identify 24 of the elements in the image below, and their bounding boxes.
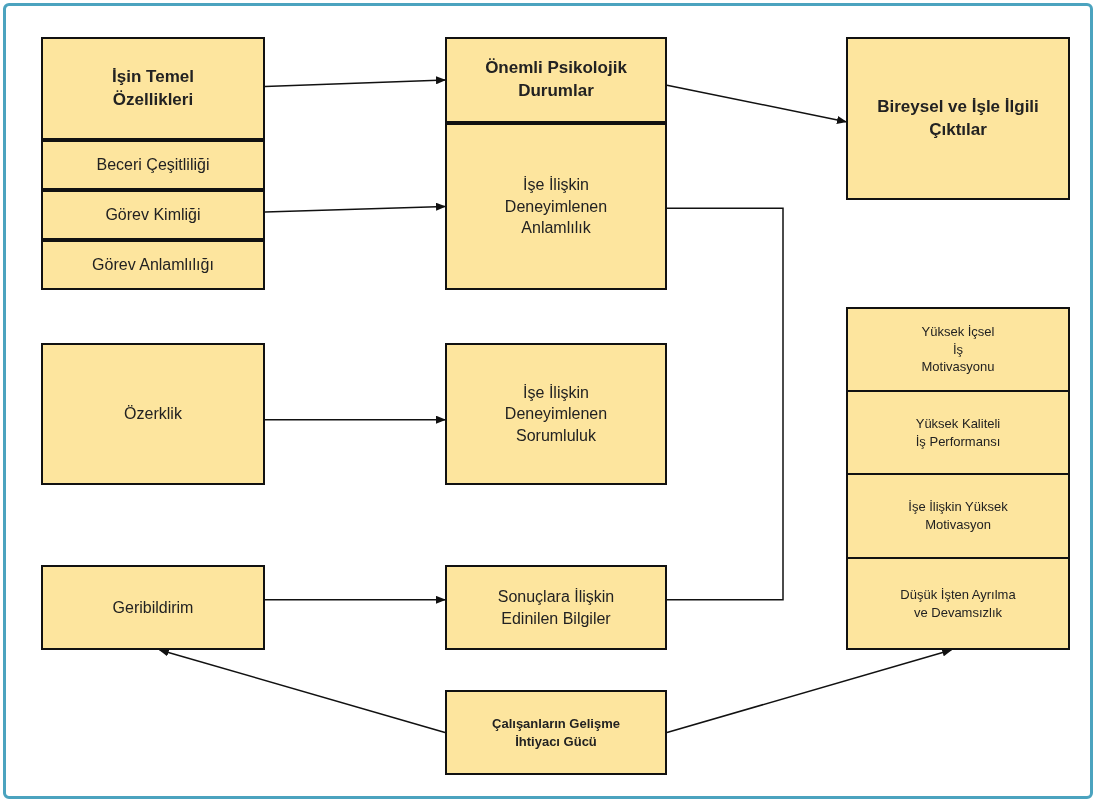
text-box: Çalışanların Gelişme İhtiyacı Gücü [445, 690, 667, 775]
arrow [666, 84, 847, 124]
arrow [264, 76, 446, 88]
text-box: Yüksek Kaliteli İş Performansı [846, 390, 1070, 475]
text-box: İşe İlişkin Deneyimlenen Sorumluluk [445, 343, 667, 485]
text-box: Yüksek İçsel İş Motivasyonu [846, 307, 1070, 392]
text-box: İşin Temel Özellikleri [41, 37, 265, 140]
text-box: Önemli Psikolojik Durumlar [445, 37, 667, 123]
arrow [158, 648, 446, 734]
arrow [264, 202, 446, 213]
arrow [264, 415, 446, 424]
text-box: Geribildirim [41, 565, 265, 650]
text-box: Özerklik [41, 343, 265, 485]
text-box: Bireysel ve İşle İlgili Çıktılar [846, 37, 1070, 200]
text-box: Görev Anlamlılığı [41, 240, 265, 290]
text-box: İşe İlişkin Yüksek Motivasyon [846, 473, 1070, 559]
arrow [666, 648, 953, 734]
text-box: Görev Kimliği [41, 190, 265, 240]
text-box: Düşük İşten Ayrılma ve Devamsızlık [846, 557, 1070, 650]
text-box: Sonuçlara İlişkin Edinilen Bilgiler [445, 565, 667, 650]
arrow [264, 595, 446, 604]
text-box: Beceri Çeşitliliği [41, 140, 265, 190]
connector-line [666, 207, 784, 601]
text-box: İşe İlişkin Deneyimlenen Anlamlılık [445, 123, 667, 290]
